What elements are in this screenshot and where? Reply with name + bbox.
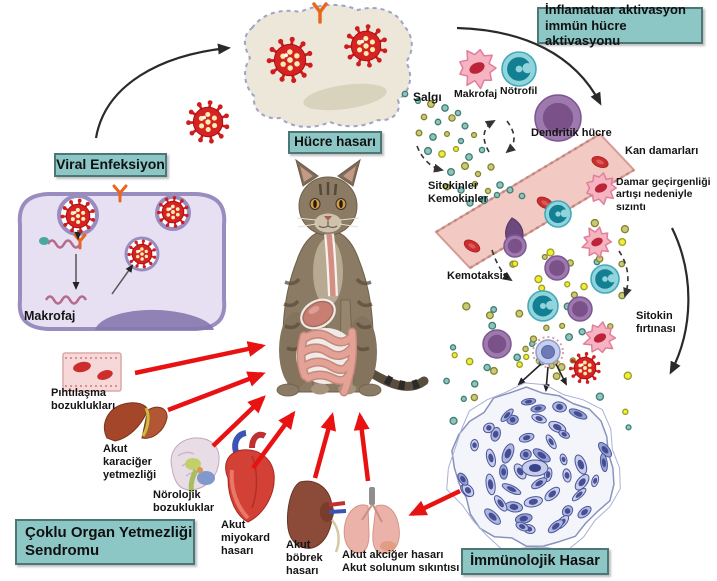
kidney-damage-label: Akut böbrek hasarı [286,539,323,577]
virus-icon [60,196,189,269]
granuloma-seeding-arrows [517,363,567,392]
blood-vessels-label: Kan damarları [625,145,699,157]
virus-icon [186,100,230,144]
red-blood-cell [463,155,609,253]
chemotaxis-label: Kemotaksis [447,270,509,282]
liver-illustration [103,402,168,442]
cytokine-storm-label: Sitokin fırtınası [636,310,676,335]
cat-eyes [309,198,347,210]
flow-arrow-infection-to-cell [94,43,231,139]
flow-arrow-cell-to-activation [456,26,602,106]
organ-damage-arrows [134,341,461,517]
cytokines-chemokines-label: Sitokinler Kemokinler [428,180,488,205]
vessel-permeability-label: Damar geçirgenliği artışı nedeniyle sızı… [616,176,711,213]
myocardial-damage-label: Akut miyokard hasarı [221,519,270,557]
secretion-label: Salgı [413,90,442,104]
receptor-icon [312,2,328,24]
neutrophil-label: Nötrofil [500,85,538,97]
liver-failure-label: Akut karaciğer yetmezliği [103,443,157,481]
cytokine-dots [401,90,526,207]
macrophage-label: Makrofaj [454,88,498,100]
inflammatory-activation-box: İnflamatuar aktivasyon immün hücre aktiv… [537,2,703,48]
dashed-signal-arrows [416,119,632,298]
cat-illustration [276,158,429,397]
multi-organ-failure-box: Çoklu Organ Yetmezliği Sendromu [15,519,195,565]
immune-cells-illustration [459,48,582,142]
heart-illustration [225,430,275,523]
macrophage-cell-label: Makrofaj [24,309,76,323]
kidney-illustration [287,480,347,553]
lungs-illustration [343,487,400,555]
flow-arrow-storm-down [669,227,690,375]
dendritic-cell-label: Dendritik hücre [531,127,612,139]
coagulation-disorders-label: Pıhtılaşma bozuklukları [51,387,116,412]
cell-damage-box: Hücre hasarı [288,131,382,154]
virus-icon [266,24,388,84]
cat-digestive-tract [296,233,358,397]
blood-smear-illustration [62,352,122,392]
lung-damage-label: Akut akciğer hasarı Akut solunum sıkıntı… [342,549,460,574]
viral-infection-box: Viral Enfeksiyon [54,153,167,177]
virus-icon [568,352,601,384]
brain-illustration [170,437,220,493]
immunologic-damage-box: İmmünolojik Hasar [461,548,609,575]
macrophage-infection-illustration [17,184,227,331]
granuloma-illustration [446,382,621,552]
damaged-cell-illustration [244,2,413,128]
cytokine-dots [443,218,633,431]
neurologic-disorders-label: Nörolojik bozukluklar [153,489,215,514]
immune-cell-storm [482,172,620,368]
